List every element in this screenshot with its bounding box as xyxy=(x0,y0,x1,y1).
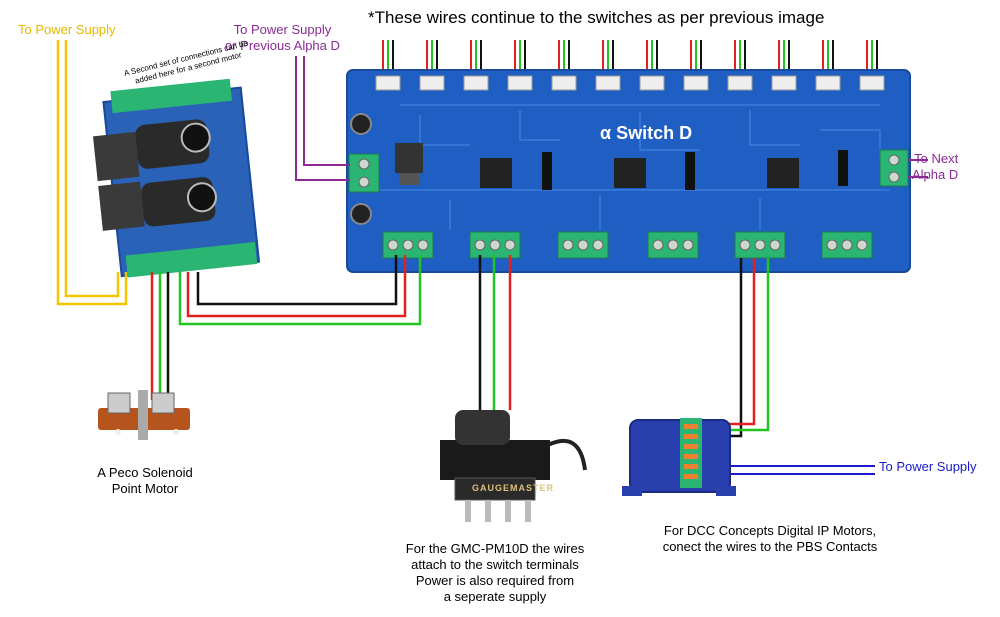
purple-line1: To Power Supply xyxy=(233,22,332,37)
power-supply-label-purple: To Power Supply or Previous Alpha D xyxy=(225,22,340,54)
gaugemaster-brand: GAUGEMASTER xyxy=(472,483,555,493)
to-next-label: To Next Alpha D xyxy=(912,151,958,183)
chip-icon xyxy=(614,158,646,188)
driver-board xyxy=(92,78,261,278)
top-connectors xyxy=(375,75,885,91)
connector-icon xyxy=(595,75,621,91)
power-supply-label-right: To Power Supply xyxy=(879,459,977,474)
connector-icon xyxy=(375,75,401,91)
power-supply-label-left: To Power Supply xyxy=(18,22,116,37)
caption-line: For DCC Concepts Digital IP Motors, xyxy=(663,523,877,538)
caption-line: a seperate supply xyxy=(443,589,547,604)
bottom-terminals xyxy=(382,231,873,259)
connector-icon xyxy=(419,75,445,91)
caption-line: conect the wires to the PBS Contacts xyxy=(662,539,878,554)
chip-icon xyxy=(767,158,799,188)
peco-wires xyxy=(150,272,170,400)
connector-icon xyxy=(815,75,841,91)
gmc-caption: For the GMC-PM10D the wires attach to th… xyxy=(390,541,600,605)
dcc-caption: For DCC Concepts Digital IP Motors, cone… xyxy=(640,523,900,555)
connector-icon xyxy=(727,75,753,91)
yellow-power-wires xyxy=(56,40,128,306)
connector-icon xyxy=(551,75,577,91)
connector-icon xyxy=(507,75,533,91)
solenoid-motor-icon xyxy=(98,390,190,440)
connector-icon xyxy=(859,75,885,91)
purple-wires xyxy=(295,56,928,181)
terminal-block-icon xyxy=(734,231,786,259)
connector-icon xyxy=(639,75,665,91)
caption-line: Power is also required from xyxy=(415,573,575,588)
to-next-line2: Alpha D xyxy=(912,167,959,182)
regulator-icon xyxy=(395,143,423,173)
purple-line2: or Previous Alpha D xyxy=(225,38,340,53)
terminal-block-icon xyxy=(469,231,521,259)
terminal-block-icon xyxy=(647,231,699,259)
to-next-line1: To Next xyxy=(914,151,959,166)
terminal-block-icon xyxy=(557,231,609,259)
capacitor-icon xyxy=(350,113,372,135)
capacitor-icon xyxy=(350,203,372,225)
connector-icon xyxy=(683,75,709,91)
left-link-wires xyxy=(178,255,422,326)
connector-icon xyxy=(771,75,797,91)
caption-line: Point Motor xyxy=(111,481,179,496)
servo-motor-icon xyxy=(440,410,587,522)
ip-motor-icon xyxy=(622,418,736,496)
dcc-wires xyxy=(700,258,770,438)
terminal-block-icon xyxy=(821,231,873,259)
top-note: *These wires continue to the switches as… xyxy=(368,8,825,27)
caption-line: A Peco Solenoid xyxy=(97,465,193,480)
terminal-block-icon xyxy=(382,231,434,259)
connector-icon xyxy=(463,75,489,91)
caption-line: For the GMC-PM10D the wires xyxy=(405,541,585,556)
board-title: α Switch D xyxy=(600,123,693,143)
peco-caption: A Peco Solenoid Point Motor xyxy=(80,465,210,497)
gmc-wires xyxy=(478,255,512,410)
chip-icon xyxy=(480,158,512,188)
alpha-switch-board xyxy=(346,69,911,273)
caption-line: attach to the switch terminals xyxy=(411,557,579,572)
